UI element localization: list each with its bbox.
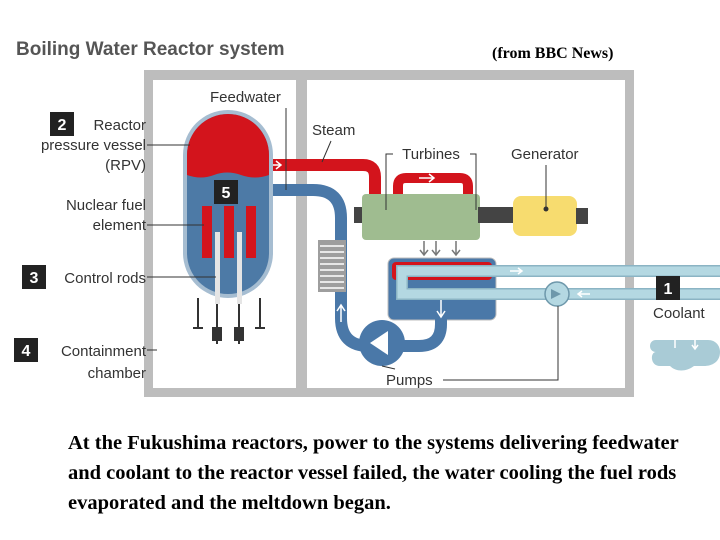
label-generator: Generator [511,146,579,207]
badge-control-rods [22,265,46,289]
fuel-element-2 [224,206,234,258]
svg-text:4: 4 [22,343,31,360]
label-control-rods: 3 Control rods [22,265,216,289]
label-turbines: Turbines [385,146,477,210]
generator-icon [513,196,588,236]
turbine-icon [354,194,514,240]
svg-text:Generator: Generator [511,146,579,163]
svg-text:Reactor: Reactor [93,117,146,134]
label-pumps: Pumps [381,306,559,389]
svg-text:2: 2 [58,117,67,134]
label-fuel-element: Nuclear fuel element [66,197,204,234]
coolant-water-icon [650,333,720,371]
badge-water-level: 5 [214,180,238,204]
caption-text: At the Fukushima reactors, power to the … [68,432,679,514]
svg-text:Turbines: Turbines [402,146,460,163]
svg-text:Pumps: Pumps [386,372,433,389]
control-rod-drives [193,298,265,344]
diagram-title: Boiling Water Reactor system [16,39,285,60]
label-containment: 4 Containment chamber [14,338,157,382]
badge-coolant [656,276,680,300]
control-rod-2 [237,232,242,304]
svg-text:5: 5 [222,185,231,202]
svg-text:Control rods: Control rods [64,270,146,287]
source-credit: (from BBC News) [492,45,613,62]
heat-exchanger-icon [318,240,346,292]
steam-pipe [262,159,473,204]
svg-text:Coolant: Coolant [653,305,706,322]
svg-text:Containment: Containment [61,343,147,360]
label-steam: Steam [312,122,355,163]
svg-text:(RPV): (RPV) [105,157,146,174]
feedwater-pump-icon [359,320,405,366]
svg-text:Steam: Steam [312,122,355,139]
badge-containment [14,338,38,362]
label-coolant: 1 Coolant [653,276,706,322]
svg-text:element: element [93,217,147,234]
fuel-element-1 [202,206,212,258]
label-rpv: 2 Reactor pressure vessel (RPV) [41,112,190,174]
turbine-exhaust-arrows [419,241,461,257]
fuel-element-3 [246,206,256,258]
svg-text:pressure vessel: pressure vessel [41,137,146,154]
svg-text:Feedwater: Feedwater [210,89,281,106]
svg-text:3: 3 [30,270,39,287]
svg-text:chamber: chamber [88,365,146,382]
coolant-loop [396,265,720,307]
badge-rpv [50,112,74,136]
svg-text:1: 1 [664,281,673,298]
label-feedwater: Feedwater [210,89,287,190]
svg-text:Nuclear fuel: Nuclear fuel [66,197,146,214]
reactor-pressure-vessel [183,110,273,304]
control-rod-1 [215,232,220,304]
